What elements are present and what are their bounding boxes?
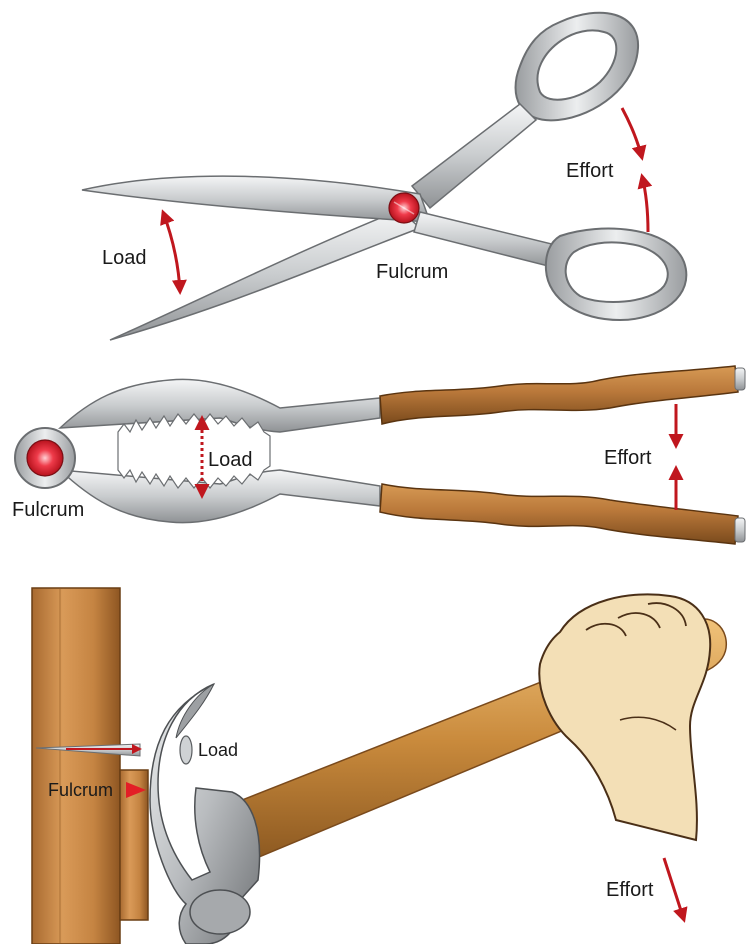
fist xyxy=(539,594,710,840)
hammer-fulcrum-label: Fulcrum xyxy=(48,780,113,800)
scissors-top-arm xyxy=(412,104,536,208)
scissors-upper-blade xyxy=(82,176,430,222)
nutcracker-top-handle xyxy=(380,366,738,424)
scissors-effort-arrow-top xyxy=(622,108,642,158)
hammer-face xyxy=(190,890,250,934)
hammer-effort-arrow xyxy=(664,858,684,920)
nutcracker-load-label: Load xyxy=(208,449,253,471)
nutcracker-effort-label: Effort xyxy=(604,447,652,469)
nutcracker: Load Effort Fulcrum xyxy=(12,366,745,544)
scissors-lower-blade xyxy=(110,210,420,340)
hammer-claw xyxy=(176,684,214,738)
nutcracker-bottom-handle xyxy=(380,484,738,544)
scissors-effort-label: Effort xyxy=(566,160,614,182)
wood-post xyxy=(32,588,120,944)
hammer-load-label: Load xyxy=(198,740,238,760)
nutcracker-pivot xyxy=(27,440,63,476)
nail-head xyxy=(180,736,192,764)
scissors-load-label: Load xyxy=(102,247,147,269)
hammer-effort-label: Effort xyxy=(606,879,654,901)
scissors-fulcrum-label: Fulcrum xyxy=(376,261,448,283)
scissors-top-loop xyxy=(516,13,639,121)
nutcracker-fulcrum-label: Fulcrum xyxy=(12,499,84,521)
scissors-bottom-loop xyxy=(546,229,686,320)
scissors-load-arrow xyxy=(163,212,180,292)
scissors-lower-arm xyxy=(414,212,560,268)
scissors: Effort Load Fulcrum xyxy=(82,13,686,340)
scissors-effort-arrow-bottom xyxy=(642,176,648,232)
hammer: Load Fulcrum Effort xyxy=(32,588,726,944)
